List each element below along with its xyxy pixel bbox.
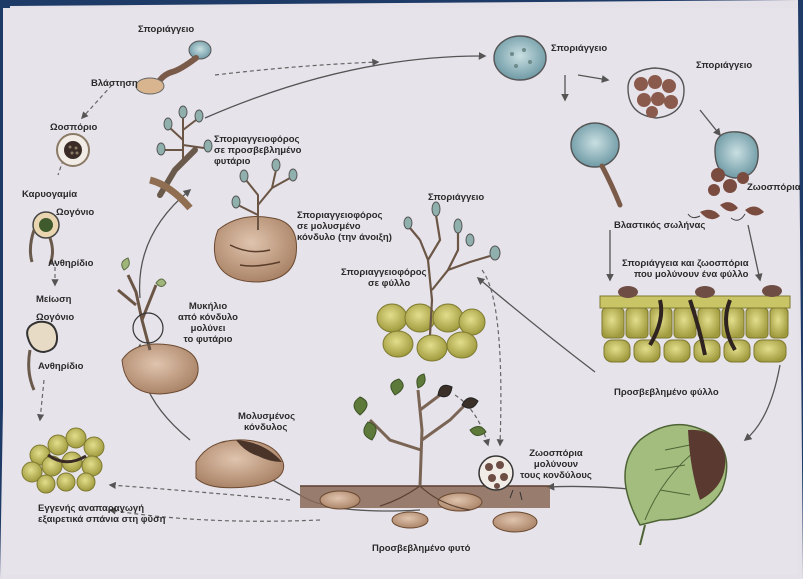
label-sporangiophore-tuber-3: κόνδυλο (την άνοιξη) [297,232,392,243]
label-oogonium-2: Ωογόνιο [36,312,74,323]
label-mycelium-2: από κόνδυλο [168,312,248,323]
label-sporangium-top: Σποριάγγειο [138,24,194,35]
label-infect-leaf-2: που μολύνουν ένα φύλλο [634,269,748,280]
label-zoo-tubers-1: Ζωοσπόρια [518,448,594,459]
sporangium-large [494,36,546,80]
label-zoo-tubers-3: τους κονδύλους [518,470,594,481]
label-sporangiophore-seedling-1: Σποριαγγειοφόρος [214,134,299,145]
leaf-cross-section [600,285,790,362]
label-sexual-repro-1: Εγγενής αναπαραγωγή [38,503,144,514]
label-sporangium-right-1: Σποριάγγειο [551,43,607,54]
label-infected-plant: Προσβεβλημένο φυτό [372,543,470,554]
label-oogonium-1: Ωογόνιο [56,207,94,218]
label-sexual-repro-2: εξαιρετικά σπάνια στη φύση [38,514,165,525]
label-antheridium-2: Ανθηρίδιο [38,361,83,372]
label-germ-tube: Βλαστικός σωλήνας [614,220,705,231]
sporangium-zoospores [628,68,684,118]
label-sporangiophore-tuber-1: Σποριαγγειοφόρος [297,210,382,221]
label-oospore: Ωοσπόριο [50,122,97,133]
label-sporangiophore-seedling-3: φυτάριο [214,156,250,167]
label-zoospores: Ζωοσπόρια [747,182,801,193]
label-sporangiophore-leaf-1: Σποριαγγειοφόρος [341,267,426,278]
label-karyogamy: Καρυογαμία [22,189,77,200]
label-infected-tuber-2: κόνδυλος [244,422,287,433]
label-antheridium-1: Ανθηρίδιο [48,258,93,269]
label-zoo-tubers-2: μολύνουν [518,459,594,470]
oospore [57,134,89,166]
label-sporangium-mid: Σποριάγγειο [428,192,484,203]
label-germination: Βλάστηση [91,78,138,89]
label-infect-leaf-1: Σποριάγγεια και ζωοσπόρια [622,258,749,269]
label-mycelium-1: Μυκήλιο [168,301,248,312]
label-meiosis: Μείωση [36,294,71,305]
label-infected-tuber-1: Μολυσμένος [238,411,295,422]
label-sporangium-right-2: Σποριάγγειο [696,60,752,71]
label-sporangiophore-leaf-2: σε φύλλο [368,278,410,289]
label-mycelium-4: το φυτάριο [168,334,248,345]
label-sporangiophore-tuber-2: σε μολυσμένο [297,221,361,232]
label-sporangiophore-seedling-2: σε προσβεβλημένο [214,145,301,156]
label-infected-leaf: Προσβεβλημένο φύλλο [614,387,719,398]
label-mycelium-3: μολύνει [168,323,248,334]
